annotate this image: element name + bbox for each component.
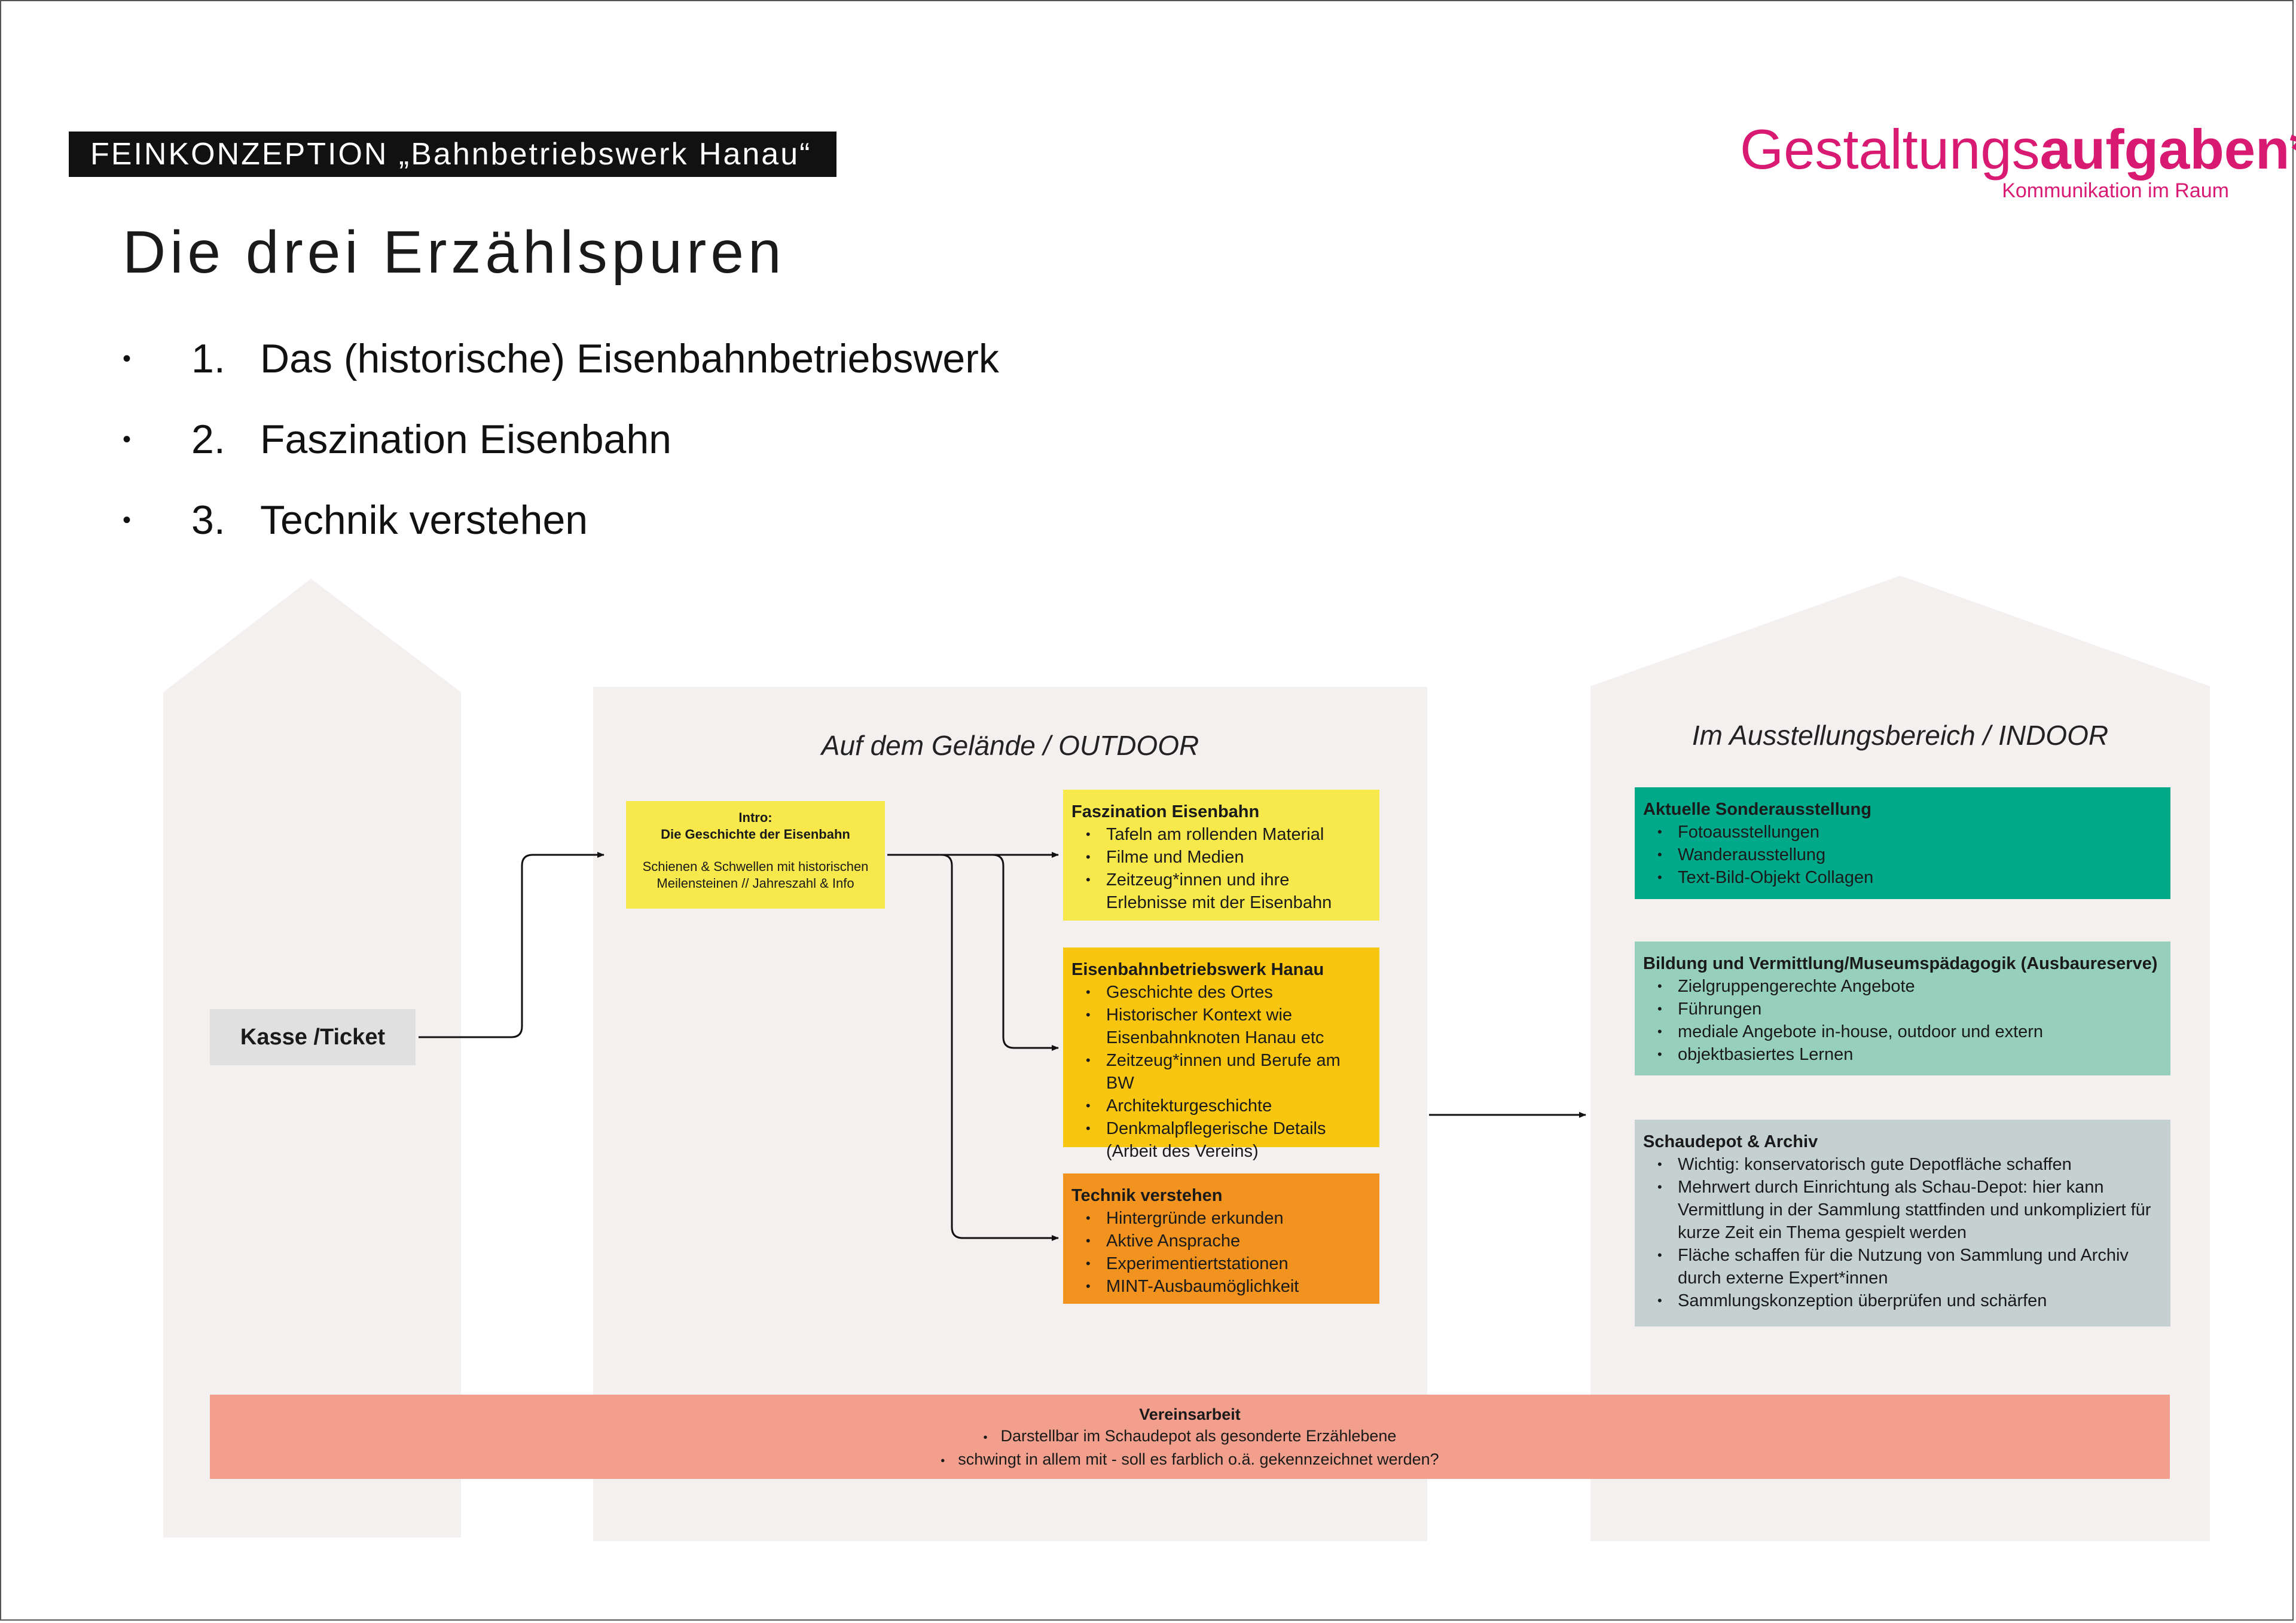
bildung-vermittlung-box: Bildung und Vermittlung/Museumspädagogik… bbox=[1635, 942, 2170, 1075]
arrow-kasse-to-intro bbox=[419, 852, 604, 1038]
intro-title-line2: Die Geschichte der Eisenbahn bbox=[661, 827, 850, 842]
brand-name: Gestaltungsaufgaben* bbox=[1740, 118, 2296, 181]
list-item: Text-Bild-Objekt Collagen bbox=[1657, 866, 2162, 889]
technik-box: Technik verstehen Hintergründe erkunden … bbox=[1063, 1173, 1379, 1304]
vereinsarbeit-title: Vereinsarbeit bbox=[1139, 1405, 1241, 1423]
brand-subtitle: Kommunikation im Raum bbox=[2002, 179, 2229, 202]
concept-label: FEINKONZEPTION „Bahnbetriebswerk Hanau“ bbox=[69, 132, 837, 177]
bw-hanau-title: Eisenbahnbetriebswerk Hanau bbox=[1071, 960, 1324, 979]
faszination-box: Faszination Eisenbahn Tafeln am rollende… bbox=[1063, 790, 1379, 921]
track-number: 2. bbox=[191, 417, 225, 462]
list-item: mediale Angebote in-house, outdoor und e… bbox=[1657, 1020, 2162, 1043]
list-item: Fläche schaffen für die Nutzung von Samm… bbox=[1657, 1244, 2162, 1289]
schaudepot-archiv-list: Wichtig: konservatorisch gute Depotfläch… bbox=[1643, 1153, 2162, 1312]
intro-title-line1: Intro: bbox=[738, 810, 773, 825]
sonderausstellung-box: Aktuelle Sonderausstellung Fotoausstellu… bbox=[1635, 787, 2170, 899]
track-number: 1. bbox=[191, 336, 225, 381]
list-item: Geschichte des Ortes bbox=[1086, 981, 1371, 1004]
intro-box: Intro: Die Geschichte der Eisenbahn Schi… bbox=[626, 801, 885, 909]
arrow-intro-to-technik bbox=[887, 854, 1059, 1241]
vereinsarbeit-box: Vereinsarbeit Darstellbar im Schaudepot … bbox=[210, 1395, 2170, 1479]
list-item: Hintergründe erkunden bbox=[1086, 1207, 1371, 1230]
track-number: 3. bbox=[191, 497, 225, 543]
brand-name-bold: aufgaben* bbox=[2039, 118, 2296, 181]
list-item: Zeitzeug*innen und ihre Erlebnisse mit d… bbox=[1086, 869, 1371, 914]
sonderausstellung-title: Aktuelle Sonderausstellung bbox=[1643, 800, 1871, 819]
track-text: Technik verstehen bbox=[260, 497, 588, 543]
schaudepot-archiv-title: Schaudepot & Archiv bbox=[1643, 1132, 1818, 1151]
track-bullet: • bbox=[123, 346, 132, 372]
list-item: Filme und Medien bbox=[1086, 846, 1371, 869]
list-item: Tafeln am rollenden Material bbox=[1086, 823, 1371, 846]
arrow-intro-to-bw-hanau bbox=[887, 854, 1059, 1051]
track-text: Das (historische) Eisenbahnbetriebswerk bbox=[260, 336, 999, 381]
faszination-title: Faszination Eisenbahn bbox=[1071, 802, 1260, 821]
schaudepot-archiv-box: Schaudepot & Archiv Wichtig: konservator… bbox=[1635, 1120, 2170, 1326]
list-item: Historischer Kontext wie Eisenbahnknoten… bbox=[1086, 1004, 1371, 1049]
indoor-zone-title: Im Ausstellungsbereich / INDOOR bbox=[1692, 720, 2109, 751]
list-item: Wichtig: konservatorisch gute Depotfläch… bbox=[1657, 1153, 2162, 1176]
list-item: Darstellbar im Schaudepot als gesonderte… bbox=[210, 1425, 2170, 1448]
bildung-vermittlung-list: Zielgruppengerechte Angebote Führungen m… bbox=[1643, 975, 2162, 1066]
intro-desc-line2: Meilensteinen // Jahreszahl & Info bbox=[657, 876, 854, 891]
track-bullet: • bbox=[123, 507, 132, 533]
list-item: Denkmalpflegerische Details (Arbeit des … bbox=[1086, 1117, 1371, 1163]
list-item: Mehrwert durch Einrichtung als Schau-Dep… bbox=[1657, 1176, 2162, 1244]
bw-hanau-list: Geschichte des Ortes Historischer Kontex… bbox=[1071, 981, 1371, 1163]
outdoor-zone-title: Auf dem Gelände / OUTDOOR bbox=[821, 730, 1199, 761]
track-bullet: • bbox=[123, 426, 132, 453]
brand-logo: Gestaltungsaufgaben* Kommunikation im Ra… bbox=[1740, 118, 2296, 203]
list-item: Zielgruppengerechte Angebote bbox=[1657, 975, 2162, 998]
list-item: Wanderausstellung bbox=[1657, 843, 2162, 866]
list-item: schwingt in allem mit - soll es farblich… bbox=[210, 1448, 2170, 1472]
sonderausstellung-list: Fotoausstellungen Wanderausstellung Text… bbox=[1643, 821, 2162, 889]
list-item: Architekturgeschichte bbox=[1086, 1095, 1371, 1117]
faszination-list: Tafeln am rollenden Material Filme und M… bbox=[1071, 823, 1371, 914]
list-item: Aktive Ansprache bbox=[1086, 1230, 1371, 1252]
intro-desc-line1: Schienen & Schwellen mit historischen bbox=[642, 859, 869, 874]
vereinsarbeit-list: Darstellbar im Schaudepot als gesonderte… bbox=[210, 1425, 2170, 1472]
brand-name-light: Gestaltungs bbox=[1740, 118, 2040, 181]
list-item: objektbasiertes Lernen bbox=[1657, 1043, 2162, 1066]
kasse-ticket-box: Kasse /Ticket bbox=[210, 1009, 416, 1065]
track-text: Faszination Eisenbahn bbox=[260, 417, 672, 462]
list-item: Sammlungskonzeption überprüfen und schär… bbox=[1657, 1289, 2162, 1312]
list-item: Zeitzeug*innen und Berufe am BW bbox=[1086, 1049, 1371, 1095]
list-item: Experimentiertstationen bbox=[1086, 1252, 1371, 1275]
list-item: Fotoausstellungen bbox=[1657, 821, 2162, 843]
page-title: Die drei Erzählspuren bbox=[123, 219, 786, 286]
bildung-vermittlung-title: Bildung und Vermittlung/Museumspädagogik… bbox=[1643, 954, 2158, 973]
list-item: Führungen bbox=[1657, 998, 2162, 1020]
bw-hanau-box: Eisenbahnbetriebswerk Hanau Geschichte d… bbox=[1063, 947, 1379, 1161]
list-item: MINT-Ausbaumöglichkeit bbox=[1086, 1275, 1371, 1298]
technik-title: Technik verstehen bbox=[1071, 1186, 1223, 1205]
technik-list: Hintergründe erkunden Aktive Ansprache E… bbox=[1071, 1207, 1371, 1298]
